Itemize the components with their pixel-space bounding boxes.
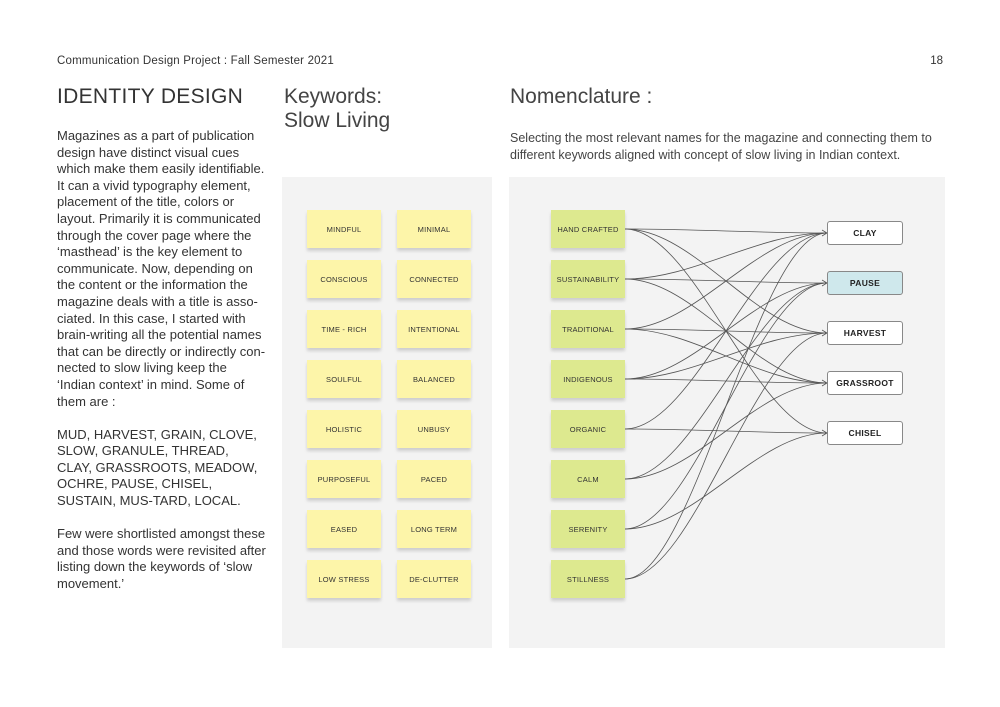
- identity-title: IDENTITY DESIGN: [57, 85, 244, 108]
- project-header: Communication Design Project : Fall Seme…: [57, 55, 334, 67]
- identity-paragraph-1: Magazines as a part of publication desig…: [57, 128, 266, 409]
- keyword-note: MINDFUL: [307, 210, 381, 248]
- keyword-note: CONSCIOUS: [307, 260, 381, 298]
- keyword-note: DE-CLUTTER: [397, 560, 471, 598]
- nomenclature-keyword: INDIGENOUS: [551, 360, 625, 398]
- keyword-note: EASED: [307, 510, 381, 548]
- keyword-note: HOLISTIC: [307, 410, 381, 448]
- nomenclature-keyword: TRADITIONAL: [551, 310, 625, 348]
- nomenclature-keyword: ORGANIC: [551, 410, 625, 448]
- nomenclature-keyword: STILLNESS: [551, 560, 625, 598]
- nomenclature-keyword: HAND CRAFTED: [551, 210, 625, 248]
- nomenclature-keyword: SUSTAINABILITY: [551, 260, 625, 298]
- name-box-grassroot: GRASSROOT: [827, 371, 903, 395]
- keyword-note: PACED: [397, 460, 471, 498]
- nomenclature-title: Nomenclature :: [510, 85, 653, 108]
- keywords-title-line-1: Keywords:: [284, 85, 383, 108]
- keyword-note: BALANCED: [397, 360, 471, 398]
- keywords-title-line-2: Slow Living: [284, 109, 391, 132]
- keyword-note: UNBUSY: [397, 410, 471, 448]
- nomenclature-keyword: SERENITY: [551, 510, 625, 548]
- keyword-note: MINIMAL: [397, 210, 471, 248]
- keyword-note: PURPOSEFUL: [307, 460, 381, 498]
- nomenclature-description: Selecting the most relevant names for th…: [510, 131, 932, 162]
- name-box-chisel: CHISEL: [827, 421, 903, 445]
- keywords-title: Keywords: Slow Living: [284, 85, 390, 133]
- name-box-pause: PAUSE: [827, 271, 903, 295]
- name-box-clay: CLAY: [827, 221, 903, 245]
- keyword-note: SOULFUL: [307, 360, 381, 398]
- keyword-note: TIME - RICH: [307, 310, 381, 348]
- identity-paragraph-2: MUD, HARVEST, GRAIN, CLOVE, SLOW, GRANUL…: [57, 426, 258, 509]
- keyword-note: INTENTIONAL: [397, 310, 471, 348]
- keyword-note: LOW STRESS: [307, 560, 381, 598]
- identity-body: Magazines as a part of publication desig…: [57, 128, 267, 609]
- page-number: 18: [930, 55, 943, 67]
- keyword-note: CONNECTED: [397, 260, 471, 298]
- name-box-harvest: HARVEST: [827, 321, 903, 345]
- identity-paragraph-3: Few were shortlisted amongst these and t…: [57, 526, 266, 592]
- nomenclature-keyword: CALM: [551, 460, 625, 498]
- keyword-note: LONG TERM: [397, 510, 471, 548]
